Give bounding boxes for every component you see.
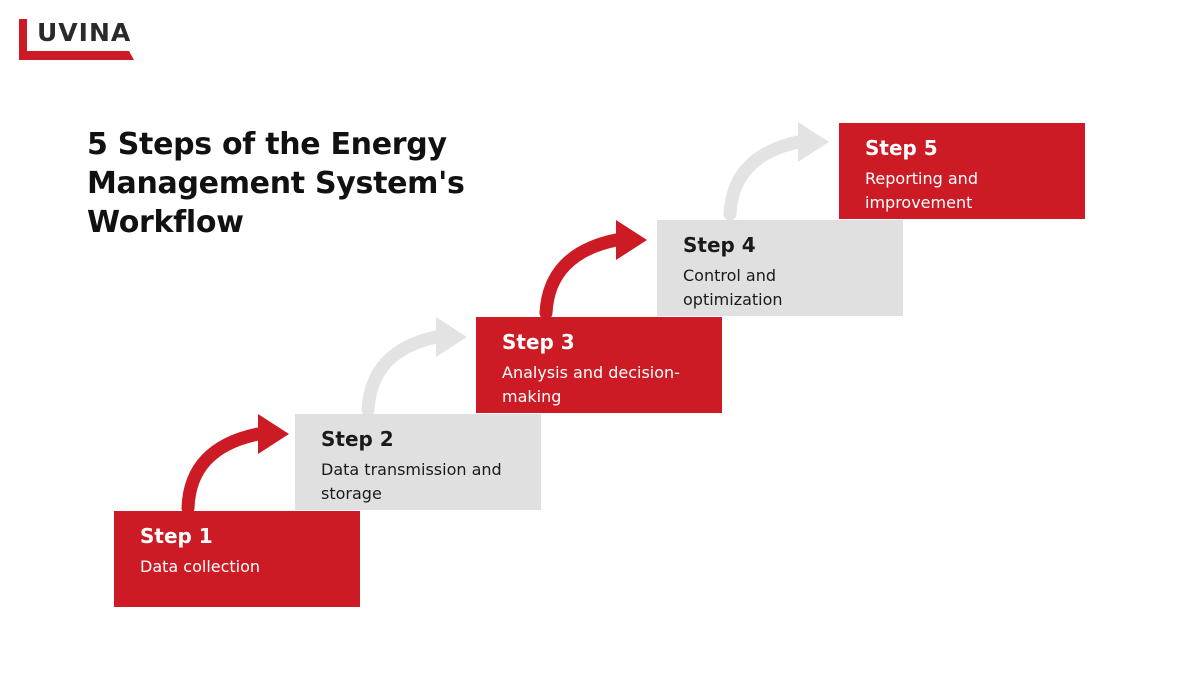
step-4-desc: Control and optimization [683, 266, 783, 309]
arrow-step2-to-step3 [361, 317, 467, 417]
step-5-desc: Reporting and improvement [865, 169, 978, 212]
step-2-desc: Data transmission and storage [321, 460, 502, 503]
step-4-title: Step 4 [683, 233, 756, 257]
step-5-box: Step 5 Reporting and improvement [839, 123, 1085, 219]
step-3-desc: Analysis and decision-making [502, 363, 680, 406]
page-title: 5 Steps of the Energy Management System'… [87, 127, 465, 240]
step-3-title: Step 3 [502, 330, 575, 354]
step-2-title: Step 2 [321, 427, 394, 451]
brand-logo: UVINA [17, 17, 137, 61]
step-1-desc: Data collection [140, 557, 261, 576]
logo-mark [19, 19, 134, 60]
arrow-step4-to-step5 [723, 122, 829, 221]
step-2-box: Step 2 Data transmission and storage [295, 414, 541, 510]
logo-text: UVINA [37, 18, 132, 47]
step-4-box: Step 4 Control and optimization [657, 220, 903, 316]
arrow-step1-to-step2 [181, 414, 289, 515]
step-1-title: Step 1 [140, 524, 213, 548]
step-3-box: Step 3 Analysis and decision-making [476, 317, 722, 413]
step-5-title: Step 5 [865, 136, 938, 160]
arrow-step3-to-step4 [539, 220, 647, 320]
step-1-box: Step 1 Data collection [114, 511, 360, 607]
